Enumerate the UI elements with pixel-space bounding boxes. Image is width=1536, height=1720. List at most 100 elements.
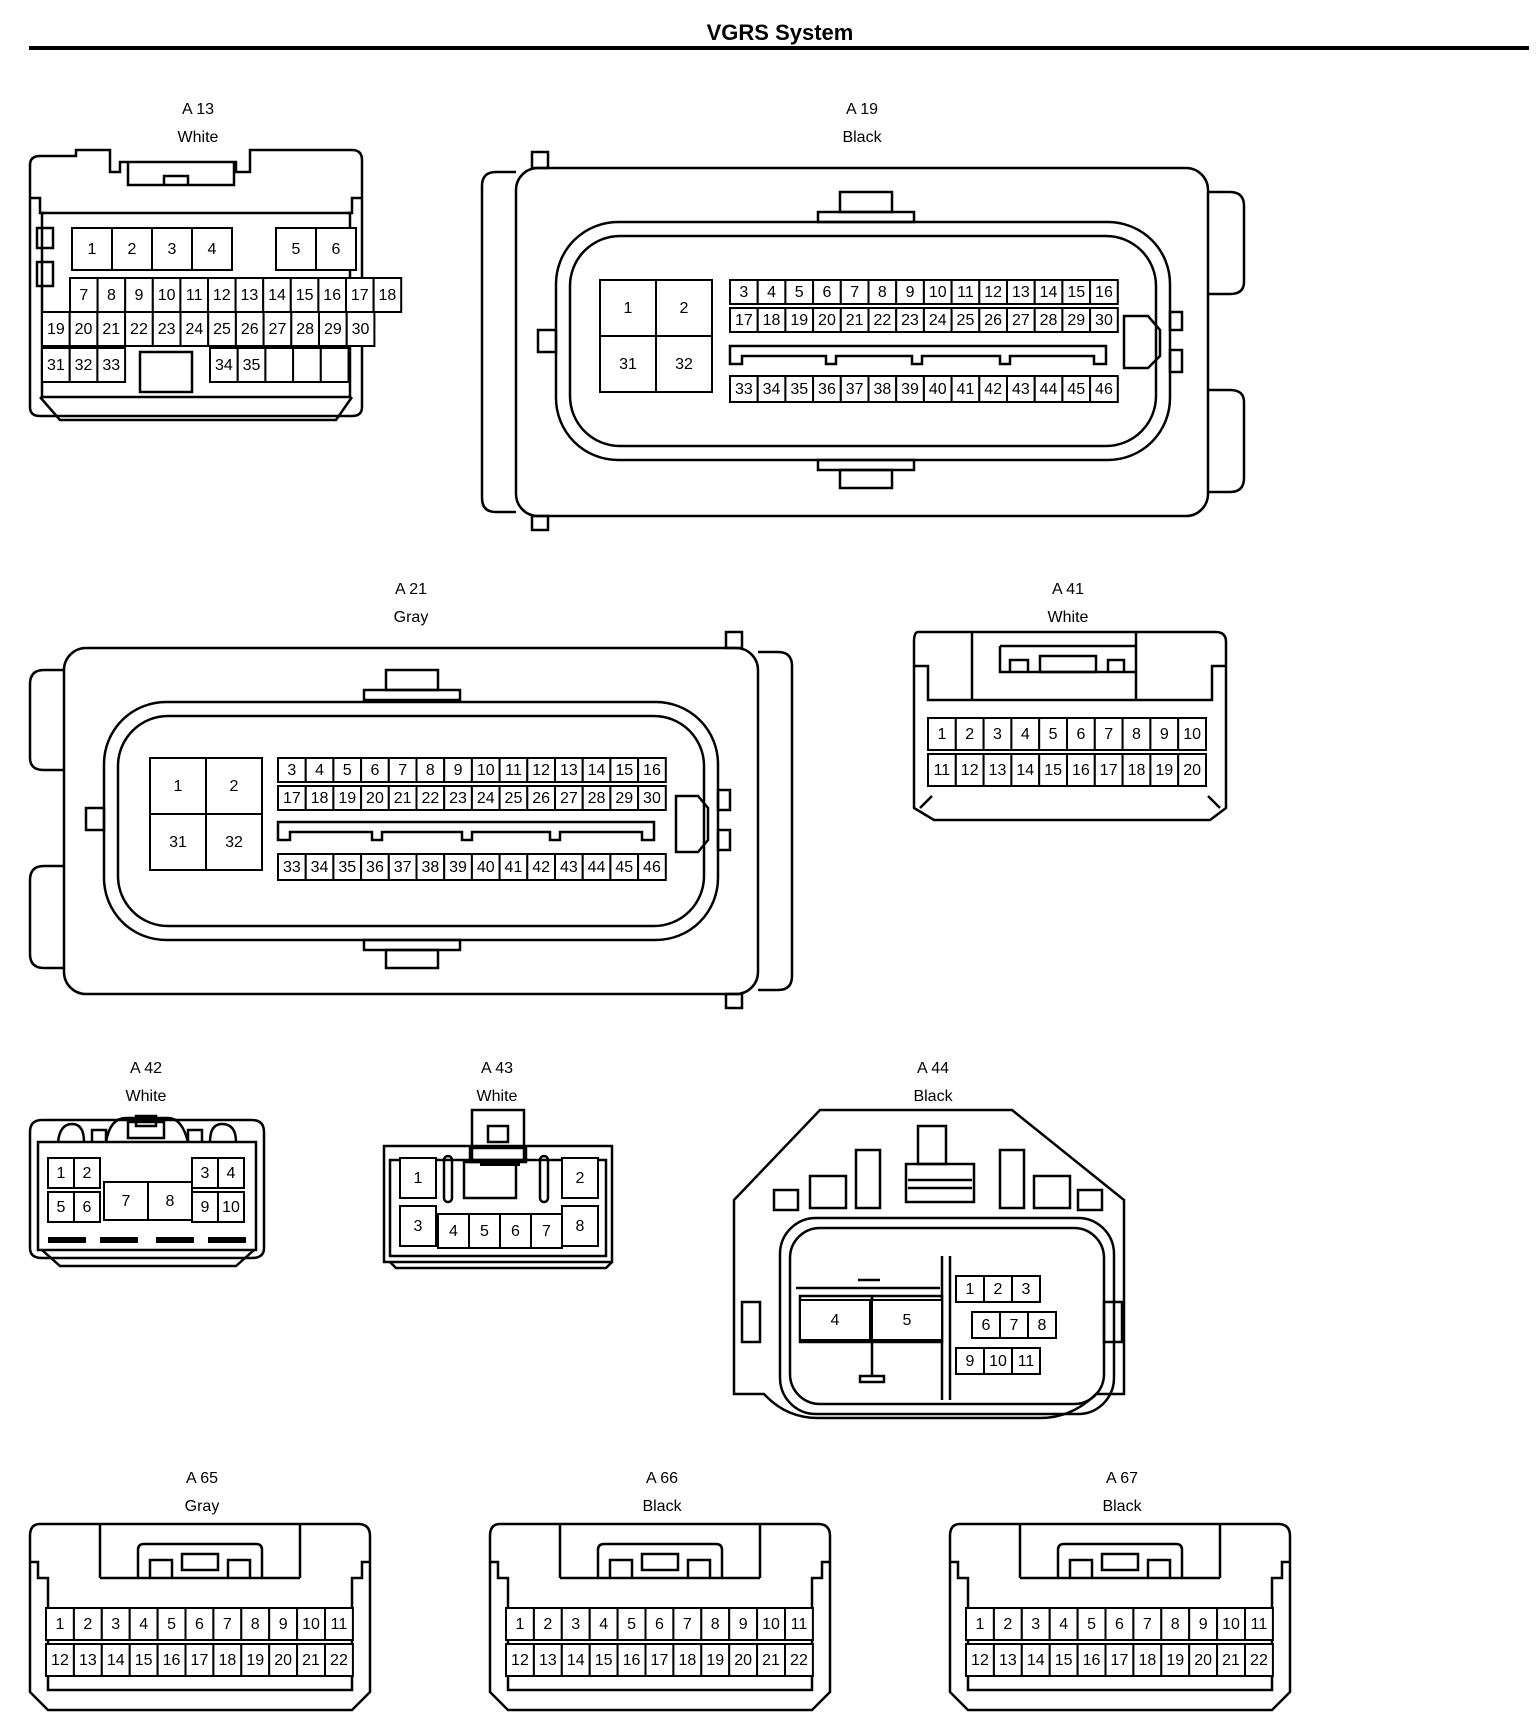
pin-cell: 8 bbox=[867, 279, 898, 305]
pin-cell: 32 bbox=[205, 813, 263, 871]
pin-number: 14 bbox=[107, 1652, 125, 1669]
pin-box bbox=[68, 347, 99, 383]
connector-caption-a42: A 42 White bbox=[46, 1055, 246, 1111]
pin-cell: 6 bbox=[1066, 717, 1096, 751]
pin-number: 7 bbox=[1010, 1317, 1019, 1334]
pin-cell: 41 bbox=[498, 853, 529, 881]
pin-cell: 24 bbox=[179, 311, 210, 347]
pin-box bbox=[1244, 1643, 1274, 1677]
pin-cell: 5 bbox=[1076, 1607, 1107, 1641]
pin-cell: 10 bbox=[756, 1607, 786, 1641]
connector-a19-housing bbox=[480, 150, 1246, 532]
pin-cell: 2 bbox=[72, 1607, 103, 1641]
pin-box bbox=[103, 1181, 149, 1221]
pin-box bbox=[399, 1205, 437, 1247]
pin-cell: 11 bbox=[498, 757, 529, 783]
pin-number: 16 bbox=[643, 762, 661, 779]
pin-cell: 45 bbox=[1061, 375, 1092, 403]
pin-box bbox=[360, 853, 390, 881]
pin-number: 13 bbox=[539, 1652, 557, 1669]
pin-number: 10 bbox=[222, 1199, 240, 1216]
pin-number: 11 bbox=[791, 1616, 808, 1633]
pin-cell: 13 bbox=[1006, 279, 1036, 305]
pin-number: 14 bbox=[567, 1652, 585, 1669]
pin-box bbox=[111, 227, 153, 271]
pin-number: 3 bbox=[1022, 1281, 1031, 1298]
pin-cell: 14 bbox=[581, 757, 612, 783]
pin-cell: 8 bbox=[96, 277, 127, 313]
pin-number: 13 bbox=[79, 1652, 97, 1669]
pin-number: 24 bbox=[477, 790, 495, 807]
pin-number: 12 bbox=[984, 284, 1002, 301]
pin-cell: 34 bbox=[209, 347, 239, 383]
pin-box bbox=[1020, 1643, 1051, 1677]
pin-number: 21 bbox=[102, 321, 120, 338]
pin-number: 9 bbox=[1160, 726, 1169, 743]
pin-number: 22 bbox=[330, 1652, 348, 1669]
pin-number: 4 bbox=[227, 1165, 236, 1182]
pin-cell: 4 bbox=[756, 279, 787, 305]
pin-number: 33 bbox=[283, 859, 301, 876]
pin-number: 3 bbox=[111, 1616, 120, 1633]
pin-cell: 17 bbox=[345, 277, 375, 313]
pin-cell: 30 bbox=[637, 785, 667, 811]
pin-number: 33 bbox=[102, 357, 120, 374]
pin-cell: 7 bbox=[387, 757, 418, 783]
pin-number: 9 bbox=[201, 1199, 210, 1216]
pin-cell: 9 bbox=[124, 277, 154, 313]
pin-cell: 13 bbox=[554, 757, 584, 783]
pin-cell: 1 bbox=[927, 717, 957, 751]
pin-number: 10 bbox=[929, 284, 947, 301]
pin-box bbox=[128, 1607, 159, 1641]
pin-number: 15 bbox=[296, 287, 314, 304]
pin-cell: 36 bbox=[360, 853, 390, 881]
pin-box bbox=[1033, 307, 1064, 333]
pin-number: 6 bbox=[1076, 726, 1085, 743]
pin-cell: 4 bbox=[588, 1607, 619, 1641]
connector-id: A 19 bbox=[845, 101, 879, 118]
pin-cell: 16 bbox=[1066, 753, 1096, 787]
pin-number: 13 bbox=[241, 287, 259, 304]
pin-cell: 5 bbox=[275, 227, 317, 271]
pin-cell: 10 bbox=[922, 279, 953, 305]
pin-number: 8 bbox=[1132, 726, 1141, 743]
connector-color: White bbox=[476, 1088, 518, 1105]
pin-box bbox=[304, 853, 335, 881]
pin-box bbox=[588, 1643, 619, 1677]
pin-cell: 1 bbox=[399, 1157, 437, 1199]
pin-number: 21 bbox=[1222, 1652, 1240, 1669]
pin-number: 1 bbox=[55, 1616, 64, 1633]
pin-number: 36 bbox=[366, 859, 384, 876]
pin-cell: 6 bbox=[1104, 1607, 1135, 1641]
pin-cell: 27 bbox=[554, 785, 584, 811]
pin-number: 43 bbox=[1012, 381, 1030, 398]
pin-box bbox=[1011, 1347, 1041, 1375]
pin-box bbox=[1020, 1607, 1051, 1641]
pin-cell: 21 bbox=[96, 311, 127, 347]
connector-color: Black bbox=[913, 1088, 953, 1105]
pin-number: 19 bbox=[47, 321, 65, 338]
pin-box bbox=[871, 1299, 943, 1341]
pin-cell: 6 bbox=[644, 1607, 675, 1641]
pin-cell: 30 bbox=[1089, 307, 1119, 333]
pin-number: 14 bbox=[1040, 284, 1058, 301]
pin-box bbox=[1048, 1607, 1079, 1641]
pin-box bbox=[156, 1607, 187, 1641]
pin-number: 5 bbox=[292, 241, 301, 258]
pin-number: 6 bbox=[83, 1199, 92, 1216]
pin-number: 1 bbox=[174, 778, 183, 795]
pin-box bbox=[839, 279, 870, 305]
pin-box bbox=[672, 1643, 703, 1677]
pin-number: 11 bbox=[1018, 1353, 1035, 1370]
pin-box bbox=[151, 227, 193, 271]
pin-cell: 3 bbox=[729, 279, 759, 305]
pin-box bbox=[290, 311, 320, 347]
pin-box bbox=[470, 757, 501, 783]
pin-cell: 20 bbox=[1188, 1643, 1219, 1677]
pin-cell: 10 bbox=[217, 1191, 245, 1223]
pin-cell: 4 bbox=[217, 1157, 245, 1189]
pin-cell: 36 bbox=[812, 375, 842, 403]
pin-box bbox=[209, 347, 239, 383]
pin-number: 14 bbox=[1027, 1652, 1045, 1669]
